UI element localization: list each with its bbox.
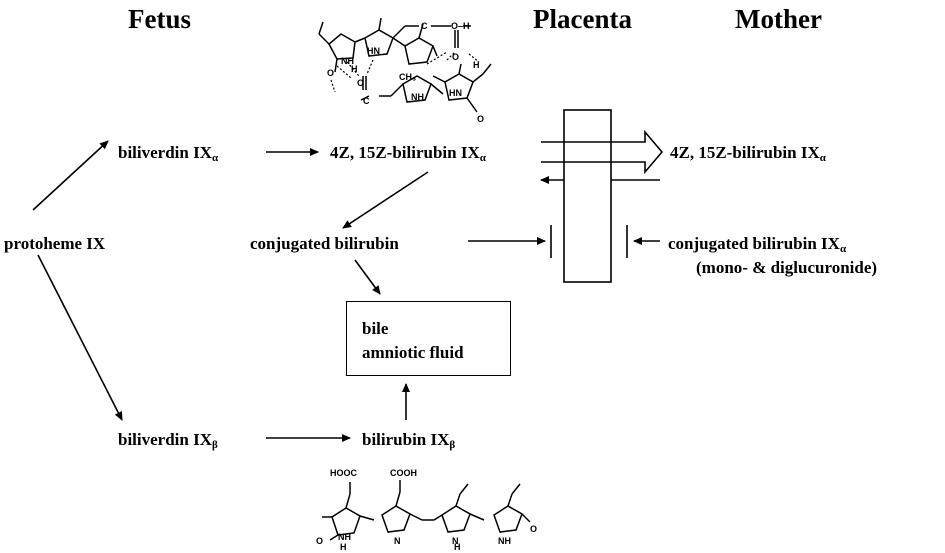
- bilirubin-4z-fetus-text: 4Z, 15Z-bilirubin IX: [330, 143, 480, 162]
- bilirubin-beta-text: bilirubin IX: [362, 430, 450, 449]
- struct-bottom-n3: N: [452, 536, 459, 546]
- biliverdin-alpha-label: biliverdin IXα: [118, 143, 218, 165]
- struct-top-oh: O–H: [451, 21, 470, 31]
- struct-bottom-h2: H: [454, 542, 461, 552]
- header-placenta: Placenta: [533, 4, 632, 34]
- protoheme-label: protoheme IX: [4, 234, 106, 253]
- bilirubin-beta-structure: HOOC COOH O NH H N N H NH O: [316, 468, 537, 552]
- conjugated-bilirubin-mother-label: conjugated bilirubin IXα: [668, 234, 846, 256]
- struct-top-c2: C: [363, 96, 370, 106]
- struct-top-h1: H: [351, 64, 358, 74]
- header-mother: Mother: [735, 4, 822, 34]
- struct-bottom-nh4: NH: [498, 536, 511, 546]
- struct-top-o3: O: [452, 52, 459, 62]
- bile-amniotic-box: [346, 301, 511, 376]
- struct-bottom-nh1: NH: [338, 532, 351, 542]
- bilirubin-4z-mother-sub: α: [819, 152, 826, 164]
- struct-top-hn2: HN: [367, 46, 380, 56]
- arrow-protoheme-to-biliverdin-alpha: [32, 140, 109, 211]
- struct-bottom-cooh: COOH: [390, 468, 417, 478]
- struct-bottom-n2: N: [394, 536, 401, 546]
- bilirubin-4z-fetus-sub: α: [479, 152, 486, 164]
- struct-top-nh1: NH: [341, 56, 354, 66]
- biliverdin-beta-sub: β: [212, 439, 218, 451]
- arrow-protoheme-to-biliverdin-beta: [37, 254, 123, 421]
- struct-top-o4: O: [477, 114, 484, 124]
- conjugated-mother-text: conjugated bilirubin IX: [668, 234, 840, 253]
- struct-top-c1: C: [421, 21, 428, 31]
- struct-top-o2: O: [357, 78, 364, 88]
- struct-bottom-hooc: HOOC: [330, 468, 358, 478]
- struct-top-hn4: HN: [449, 88, 462, 98]
- bilirubin-4z-mother-text: 4Z, 15Z-bilirubin IX: [670, 143, 820, 162]
- bilirubin-4z-mother-label: 4Z, 15Z-bilirubin IXα: [670, 143, 826, 165]
- bile-label: bile: [362, 319, 389, 338]
- struct-bottom-h1: H: [340, 542, 347, 552]
- biliverdin-beta-label: biliverdin IXβ: [118, 430, 218, 452]
- glucuronide-note: (mono- & diglucuronide): [696, 258, 878, 277]
- arrow-bilirubin-to-conjugated: [342, 171, 429, 229]
- struct-bottom-o2: O: [530, 524, 537, 534]
- bilirubin-4z-fetus-label: 4Z, 15Z-bilirubin IXα: [330, 143, 486, 165]
- struct-top-o1: O: [327, 68, 334, 78]
- biliverdin-alpha-text: biliverdin IX: [118, 143, 212, 162]
- struct-top-h2: H: [473, 60, 480, 70]
- header-fetus: Fetus: [128, 4, 191, 34]
- fetus-to-mother-transfer-arrow: [541, 129, 664, 175]
- amniotic-fluid-label: amniotic fluid: [362, 343, 464, 362]
- bilirubin-alpha-structure: NH H HN O O CH₃ C O O–H H NH HN C O: [318, 17, 492, 124]
- struct-top-nh3: NH: [411, 92, 424, 102]
- biliverdin-beta-text: biliverdin IX: [118, 430, 212, 449]
- struct-bottom-o1: O: [316, 536, 323, 546]
- placenta-barrier: [563, 109, 612, 283]
- bilirubin-beta-label: bilirubin IXβ: [362, 430, 455, 452]
- bilirubin-beta-sub: β: [449, 439, 456, 451]
- arrow-conjugated-to-bile: [354, 259, 381, 295]
- conjugated-bilirubin-label: conjugated bilirubin: [250, 234, 399, 253]
- struct-top-ch3: CH₃: [399, 72, 416, 82]
- conjugated-mother-sub: α: [839, 243, 847, 255]
- biliverdin-alpha-sub: α: [212, 152, 219, 164]
